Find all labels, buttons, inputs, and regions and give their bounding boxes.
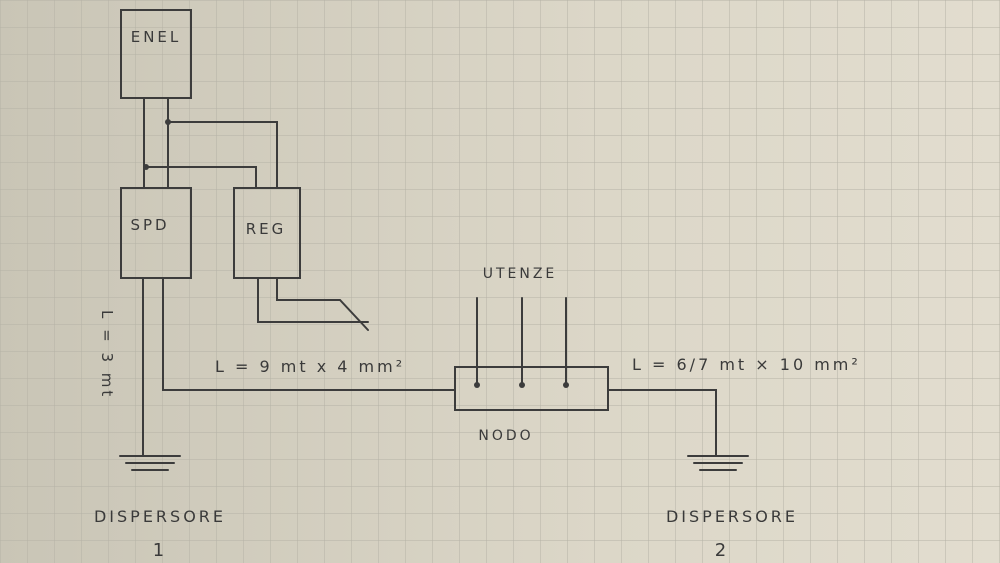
enel-label: ENEL [131, 28, 182, 46]
earth1-number: 1 [153, 540, 167, 561]
earth1-length-label: L = 3 mt [98, 310, 116, 399]
ground-symbol-2 [687, 455, 749, 471]
spd-node-cable-label: L = 9 mt x 4 mm² [215, 357, 405, 376]
loads-label: UTENZE [483, 266, 558, 282]
spd-box: SPD [120, 187, 192, 279]
earth2-label: DISPERSORE [666, 507, 798, 526]
ground-symbol-1 [119, 455, 181, 471]
supply-wires [143, 97, 278, 189]
earth2-conductor [607, 389, 717, 456]
earth2-number: 2 [715, 540, 729, 561]
node-box: UTENZE NODO [454, 266, 609, 444]
node-label: NODO [478, 428, 533, 444]
node-earth2-cable-label: L = 6/7 mt × 10 mm² [632, 355, 861, 374]
spd-label: SPD [130, 216, 169, 234]
reg-box: REG [233, 187, 369, 331]
spd-node-conductor [162, 277, 456, 391]
reg-label: REG [246, 220, 287, 238]
enel-box: ENEL [120, 9, 192, 99]
earth1-label: DISPERSORE [94, 507, 226, 526]
